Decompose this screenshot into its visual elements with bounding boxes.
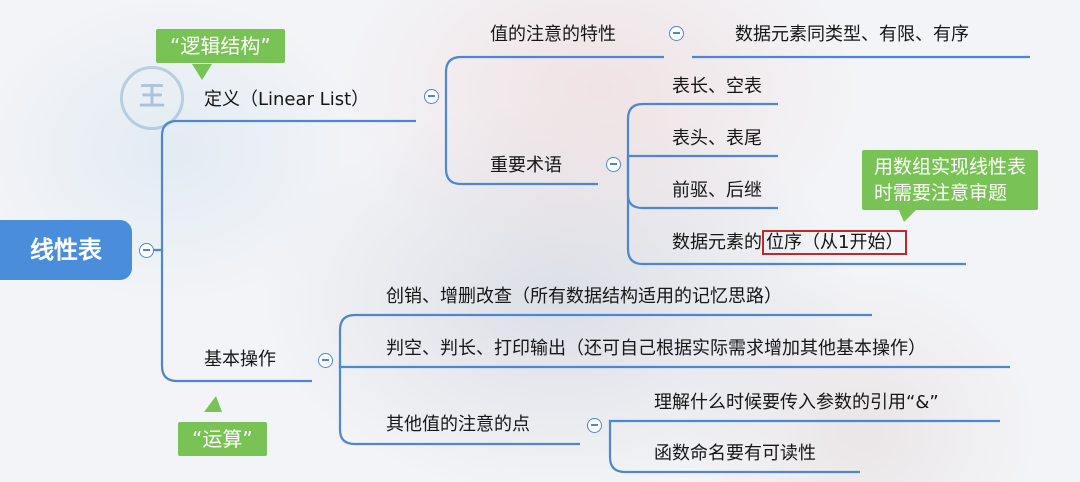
terms-node[interactable]: 重要术语 [490, 155, 562, 176]
term-length-node[interactable]: 表长、空表 [672, 76, 762, 97]
attention-property-node[interactable]: 值的注意的特性 [490, 24, 616, 45]
collapse-toggle-icon[interactable] [606, 157, 621, 172]
collapse-toggle-icon[interactable] [669, 26, 684, 41]
collapse-toggle-icon[interactable] [587, 418, 602, 433]
collapse-toggle-icon[interactable] [318, 353, 333, 368]
op-misc-node[interactable]: 判空、判长、打印输出（还可自己根据实际需求增加其他基本操作） [386, 338, 926, 359]
term-position-prefix: 数据元素的 [672, 232, 762, 253]
operations-node[interactable]: 基本操作 [204, 349, 276, 370]
logical-structure-callout: “逻辑结构” [156, 29, 285, 63]
array-impl-callout: 用数组实现线性表 时需要注意审题 [862, 150, 1039, 210]
term-pred-succ-node[interactable]: 前驱、后继 [672, 180, 762, 201]
note-naming-node[interactable]: 函数命名要有可读性 [654, 443, 816, 464]
collapse-toggle-icon[interactable] [139, 243, 154, 258]
position-highlight: 位序（从1开始） [762, 230, 908, 255]
watermark-stamp: 王 [120, 66, 184, 130]
collapse-toggle-icon[interactable] [424, 89, 439, 104]
operations-callout: “运算” [178, 422, 267, 456]
note-reference-node[interactable]: 理解什么时候要传入参数的引用“&” [654, 392, 939, 413]
term-position-node[interactable]: 数据元素的位序（从1开始） [672, 230, 908, 255]
root-node[interactable]: 线性表 [0, 220, 132, 280]
element-features-node[interactable]: 数据元素同类型、有限、有序 [735, 24, 969, 45]
op-crud-node[interactable]: 创销、增删改查（所有数据结构适用的记忆思路） [386, 286, 782, 307]
op-notes-node[interactable]: 其他值的注意的点 [386, 414, 530, 435]
term-head-tail-node[interactable]: 表头、表尾 [672, 128, 762, 149]
definition-node[interactable]: 定义（Linear List） [204, 89, 370, 110]
